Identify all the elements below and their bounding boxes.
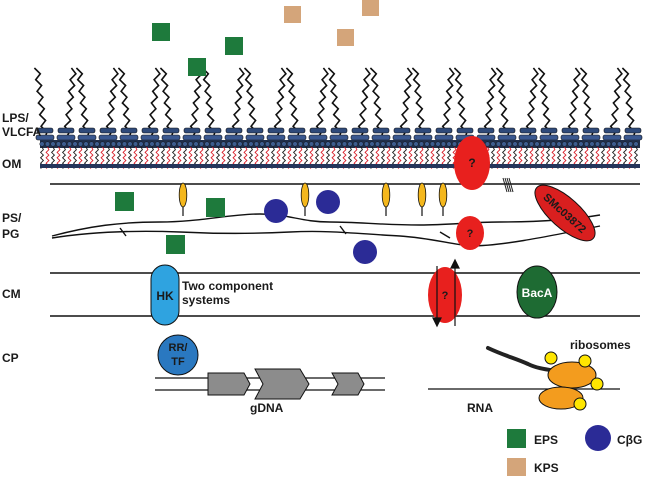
pg-crosslink (339, 225, 347, 235)
lps-molecule (285, 67, 307, 141)
cbg-circle (264, 199, 288, 223)
two-component-label-1: Two component (182, 279, 273, 293)
lps-molecule (476, 67, 497, 141)
lps-molecule (117, 67, 139, 141)
ribosome-small-subunit (538, 386, 584, 410)
lps-molecule (434, 67, 455, 141)
lps-molecule (243, 67, 265, 141)
rna-label: RNA (467, 401, 493, 415)
legend-cbg-swatch (585, 425, 611, 451)
ps-unknown-protein (456, 216, 484, 250)
lps-molecule (579, 67, 601, 141)
baca-protein (516, 265, 558, 319)
lipoprotein-anchor (438, 182, 448, 216)
lps-molecule (75, 67, 97, 141)
kps-square (362, 0, 379, 16)
ribosome-dot (578, 354, 592, 368)
ps-label-1: PS/ (2, 211, 22, 225)
legend-kps-label: KPS (534, 461, 559, 475)
hk-protein (150, 264, 180, 326)
legend: EPS CβG KPS (507, 425, 642, 476)
ribosome-dot (573, 397, 587, 411)
lps-label-1: LPS/ (2, 111, 29, 125)
gene-arrow (331, 372, 365, 396)
lps-molecule (518, 67, 539, 141)
gdna-label: gDNA (250, 401, 284, 415)
lps-molecule (98, 67, 119, 141)
lipoprotein-anchor (381, 182, 391, 216)
lipoprotein-anchor (300, 182, 310, 216)
kps-square (284, 6, 301, 23)
cm-unknown-label: ? (442, 290, 449, 302)
pg-upper-line (51, 213, 601, 237)
lps-molecule (350, 67, 371, 141)
om-label: OM (2, 157, 21, 171)
smc03872-shape (534, 184, 596, 242)
hk-label: HK (156, 289, 174, 303)
lps-molecule (308, 67, 329, 141)
cp-label: CP (2, 351, 19, 365)
eps-square (115, 192, 134, 211)
transport-arrows (432, 258, 460, 328)
lps-molecule (411, 67, 433, 141)
lps-molecule (327, 67, 349, 141)
legend-cbg-label: CβG (617, 433, 642, 447)
lps-molecule (369, 67, 391, 141)
ribosome-dot (544, 351, 558, 365)
eps-square (225, 37, 243, 55)
legend-eps-swatch (507, 429, 526, 448)
pg-crosslink (119, 227, 127, 237)
lps-molecule (56, 67, 77, 141)
cbg-circle (353, 240, 377, 264)
lipoprotein-anchor (417, 182, 427, 216)
lps-molecule (140, 67, 161, 141)
eps-square (206, 198, 225, 217)
lps-molecule (621, 67, 643, 141)
ps-unknown-label: ? (467, 228, 474, 240)
lps-molecule (453, 67, 475, 141)
ribosome-dot (590, 377, 604, 391)
lps-molecule (602, 67, 623, 141)
lps-molecule (159, 67, 181, 141)
lps-molecule (560, 67, 581, 141)
lps-molecule (201, 67, 223, 141)
lps-molecule (392, 67, 413, 141)
lps-molecule (537, 67, 559, 141)
eps-square (166, 235, 185, 254)
baca-label: BacA (522, 286, 553, 300)
ribosomes-label: ribosomes (570, 338, 631, 352)
ps-label-2: PG (2, 227, 19, 241)
lps-molecule (33, 67, 55, 141)
eps-square (188, 58, 206, 76)
pg-lower-line (51, 225, 601, 247)
gene-arrow (254, 368, 310, 400)
rr-tf-label-2: TF (171, 356, 185, 368)
lps-molecule (266, 67, 287, 141)
rr-tf-protein (157, 334, 199, 376)
lps-molecule (182, 67, 203, 141)
om-lipid-tails (39, 140, 640, 169)
legend-kps-swatch (507, 458, 526, 476)
legend-eps-label: EPS (534, 433, 558, 447)
kps-square (337, 29, 354, 46)
om-unknown-protein (454, 136, 490, 190)
eps-square (152, 23, 170, 41)
cm-label: CM (2, 287, 21, 301)
om-unknown-label: ? (468, 156, 475, 170)
lps-molecule (495, 67, 517, 141)
lps-molecule (224, 67, 245, 141)
lps-layer (33, 67, 643, 141)
lps-label-2: VLCFA (2, 125, 42, 139)
cbg-circle (316, 190, 340, 214)
lipoprotein-anchors (178, 182, 448, 216)
pg-crosslink (439, 231, 451, 239)
two-component-label-2: systems (182, 293, 230, 307)
lipoprotein-anchor (178, 182, 188, 216)
om-hatch-lines (502, 177, 514, 193)
rr-tf-label-1: RR/ (169, 342, 188, 354)
gene-arrow (207, 372, 251, 396)
